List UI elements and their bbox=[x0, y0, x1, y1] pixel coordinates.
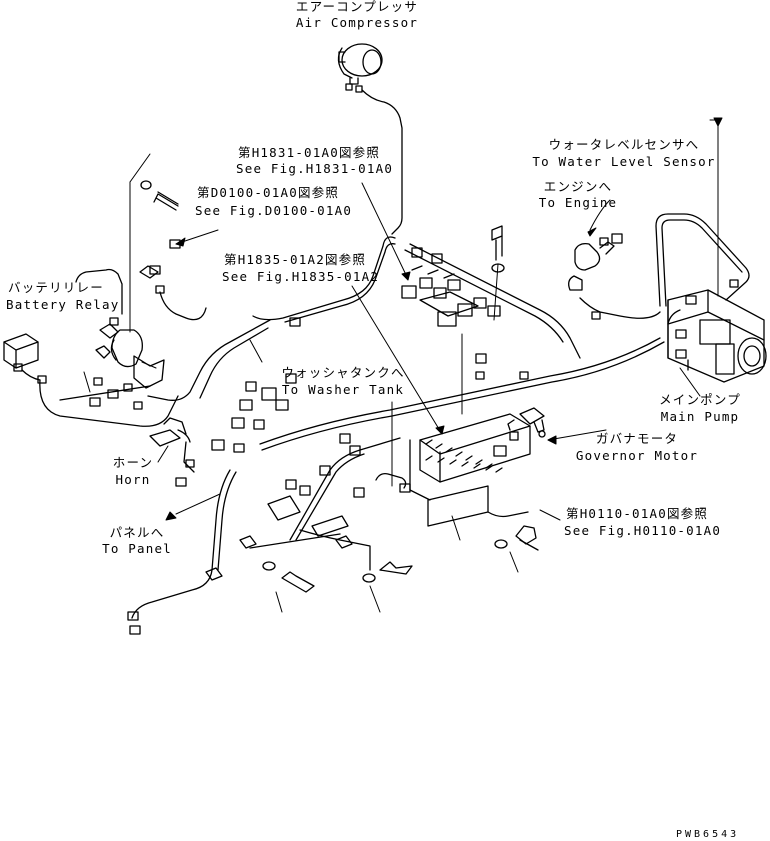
leader-lines bbox=[83, 119, 719, 613]
main-pump-drawing bbox=[667, 289, 767, 383]
water-level-label-jp: ウォータレベルセンサへ bbox=[548, 137, 700, 152]
connectors bbox=[89, 237, 609, 635]
water-level-label-en: To Water Level Sensor bbox=[532, 154, 716, 169]
governor-motor bbox=[507, 407, 546, 438]
engine-connector bbox=[568, 233, 661, 320]
ref-d0100-label-en: See Fig.D0100-01A0 bbox=[195, 203, 353, 218]
battery-relay-label-en: Battery Relay bbox=[6, 297, 120, 312]
governor-motor-label-en: Governor Motor bbox=[575, 448, 699, 463]
ref-h0110-label-en: See Fig.H0110-01A0 bbox=[564, 523, 722, 538]
water-level-wire bbox=[655, 213, 750, 307]
washer-tank-label-jp: ウォッシャタンクへ bbox=[281, 365, 405, 380]
battery-relay-label-jp: バッテリリレー bbox=[8, 280, 104, 295]
washer-tank-label-en: To Washer Tank bbox=[281, 382, 405, 397]
engine-label-en: To Engine bbox=[538, 195, 618, 210]
ref-d0100-label-jp: 第D0100-01A0図参照 bbox=[197, 185, 340, 200]
horn-label-jp: ホーン bbox=[112, 455, 154, 470]
air-compressor-drawing bbox=[337, 43, 403, 235]
air-compressor-label-en: Air Compressor bbox=[295, 15, 419, 30]
ref-h1831-label-en: See Fig.H1831-01A0 bbox=[236, 161, 394, 176]
governor-motor-label-jp: ガバナモータ bbox=[595, 431, 679, 446]
ref-h0110-label-jp: 第H0110-01A0図参照 bbox=[566, 506, 709, 521]
main-pump-label-jp: メインポンプ bbox=[659, 392, 741, 407]
panel-label-jp: パネルへ bbox=[109, 525, 165, 540]
arrow-heads bbox=[165, 117, 723, 521]
air-compressor-label-jp: エアーコンプレッサ bbox=[295, 0, 419, 14]
main-pump-label-en: Main Pump bbox=[660, 409, 740, 424]
horn-label-en: Horn bbox=[115, 472, 151, 487]
main-harness bbox=[39, 236, 665, 619]
ref-h1831-label-jp: 第H1831-01A0図参照 bbox=[238, 145, 381, 160]
battery-relay-drawing bbox=[75, 268, 165, 389]
ref-h1835-label-en: See Fig.H1835-01A2 bbox=[222, 269, 380, 284]
relay-module bbox=[3, 333, 47, 384]
engine-label-jp: エンジンへ bbox=[543, 179, 613, 194]
horn-drawing bbox=[149, 417, 195, 473]
panel-label-en: To Panel bbox=[102, 541, 172, 556]
fuse-block bbox=[409, 413, 531, 527]
ref-h1835-label-jp: 第H1835-01A2図参照 bbox=[224, 252, 367, 267]
drawing-code: PWB6543 bbox=[676, 829, 740, 840]
relay-box-upper bbox=[401, 247, 501, 327]
